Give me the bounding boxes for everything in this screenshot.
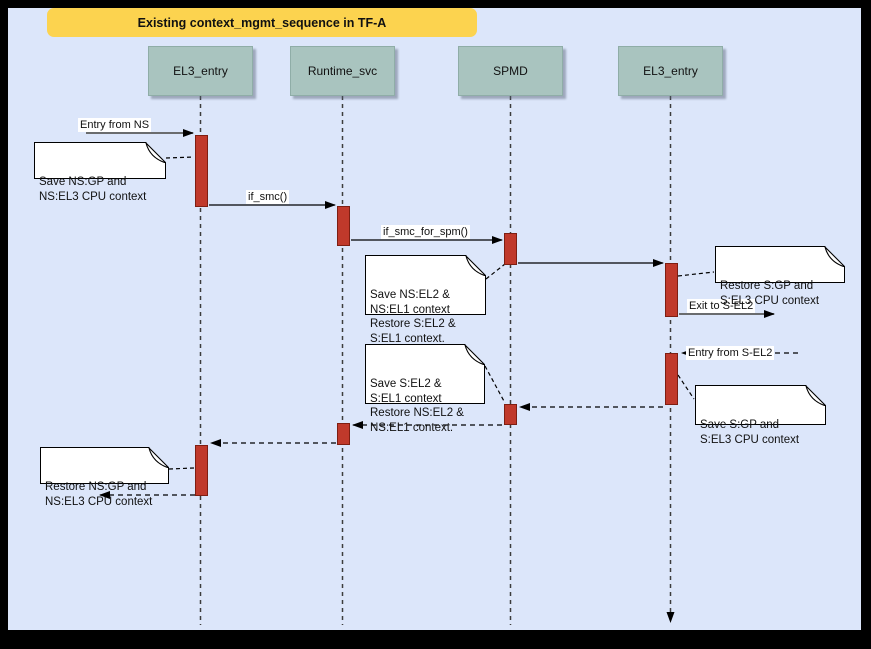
note-text: Save NS:EL2 & NS:EL1 context Restore S:E… <box>370 289 456 345</box>
message-label-exit-to-s-el2: Exit to S-EL2 <box>687 299 756 313</box>
note-connector-restore-ns-gp <box>168 467 195 470</box>
note-connector-save-ns-gp <box>165 156 195 159</box>
note-restore-ns-gp: Restore NS:GP and NS:EL3 CPU context <box>40 447 169 508</box>
note-save-s-gp: Save S:GP and S:EL3 CPU context <box>695 385 826 446</box>
note-save-s-el2: Save S:EL2 & S:EL1 context Restore NS:EL… <box>365 344 485 434</box>
lifeline-header-label: EL3_entry <box>643 64 698 78</box>
activation-bar <box>504 233 517 265</box>
activation-bar <box>337 206 350 246</box>
note-text: Restore NS:GP and NS:EL3 CPU context <box>45 481 153 508</box>
diagram-canvas: Existing context_mgmt_sequence in TF-A E… <box>8 8 861 630</box>
lifeline-header-runtime-svc: Runtime_svc <box>290 46 395 96</box>
note-fold-icon <box>824 246 845 267</box>
message-label-if-smc-for-spm: if_smc_for_spm() <box>381 225 470 239</box>
message-label-entry-from-ns: Entry from NS <box>78 118 152 132</box>
activation-bar <box>504 404 517 425</box>
note-text: Save S:GP and S:EL3 CPU context <box>700 419 800 446</box>
note-fold-icon <box>465 255 486 276</box>
lifeline-header-label: EL3_entry <box>173 64 228 78</box>
diagram-title: Existing context_mgmt_sequence in TF-A <box>47 8 477 37</box>
lifeline-header-spmd: SPMD <box>458 46 563 96</box>
note-restore-s-gp: Restore S:GP and S:EL3 CPU context <box>715 246 845 307</box>
diagram-lines <box>86 96 798 625</box>
note-connector-save-s-gp <box>677 374 695 400</box>
note-fold-icon <box>148 447 169 468</box>
note-connector-save-s-el2 <box>484 365 506 404</box>
note-connector-save-ns-el2 <box>485 263 506 280</box>
note-save-ns-gp: Save NS:GP and NS:EL3 CPU context <box>34 142 166 203</box>
note-save-ns-el2: Save NS:EL2 & NS:EL1 context Restore S:E… <box>365 255 486 345</box>
lifeline-header-label: SPMD <box>493 64 528 78</box>
note-fold-icon <box>464 344 485 365</box>
note-connector-restore-s-gp <box>677 271 715 277</box>
activation-bar <box>195 135 208 207</box>
activation-bar <box>195 445 208 496</box>
note-text: Restore S:GP and S:EL3 CPU context <box>720 280 820 307</box>
message-label-if-smc: if_smc() <box>246 190 290 204</box>
lifeline-header-el3-entry-1: EL3_entry <box>148 46 253 96</box>
note-text: Save S:EL2 & S:EL1 context Restore NS:EL… <box>370 378 464 434</box>
note-fold-icon <box>145 142 166 163</box>
activation-bar <box>665 263 678 317</box>
lifeline-header-label: Runtime_svc <box>307 64 378 78</box>
note-fold-icon <box>805 385 826 406</box>
lifeline-header-el3-entry-2: EL3_entry <box>618 46 723 96</box>
activation-bar <box>337 423 350 445</box>
message-label-entry-from-s-el2: Entry from S-EL2 <box>686 346 775 360</box>
note-text: Save NS:GP and NS:EL3 CPU context <box>39 176 147 203</box>
activation-bar <box>665 353 678 405</box>
